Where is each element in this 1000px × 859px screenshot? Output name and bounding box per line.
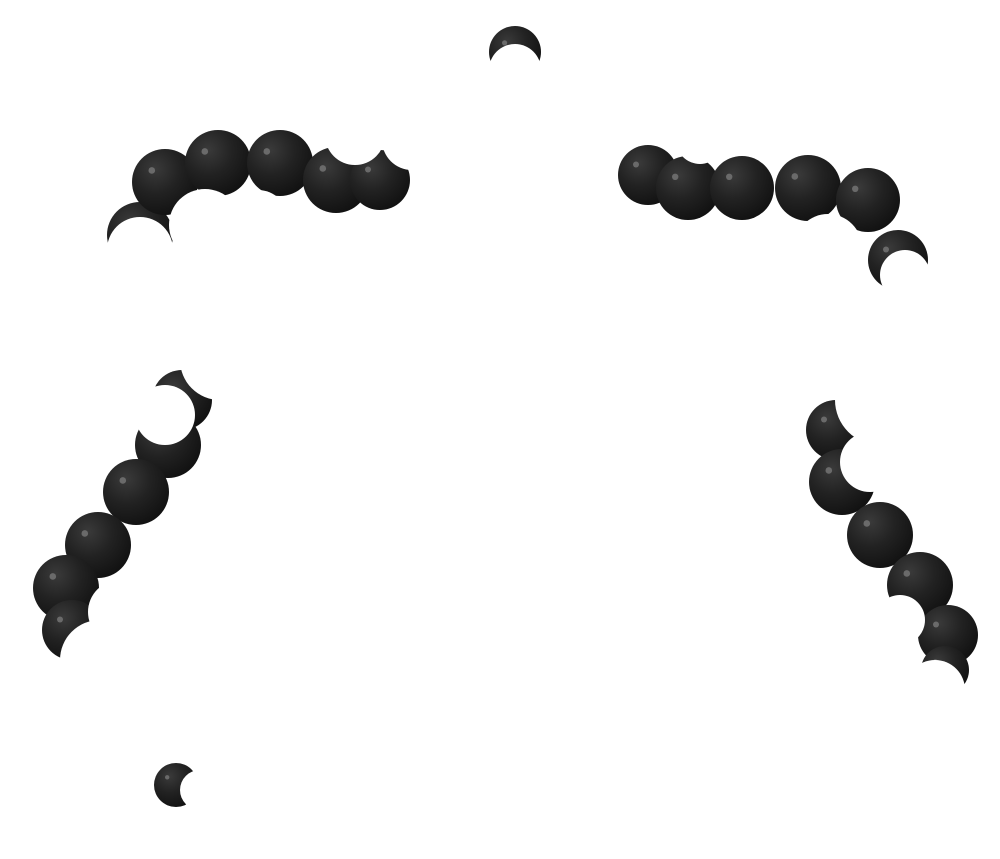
bead-highlight	[119, 477, 127, 484]
bead	[775, 155, 841, 221]
occluder	[840, 432, 900, 492]
bead-highlight	[633, 161, 639, 168]
occluder	[905, 660, 965, 720]
occluder	[228, 190, 288, 250]
bead-highlight	[933, 621, 939, 628]
bead-highlight	[726, 173, 733, 180]
occluder	[135, 385, 195, 445]
bead-highlight	[502, 40, 508, 46]
bead	[247, 130, 313, 196]
occluder	[169, 189, 241, 261]
bead	[836, 168, 900, 232]
bead-highlight	[791, 173, 799, 180]
occluder	[794, 214, 862, 282]
occluder	[835, 355, 925, 445]
occluder	[570, 105, 630, 165]
occluder	[325, 105, 385, 165]
occluder	[489, 44, 541, 96]
bead	[847, 502, 913, 568]
bead-highlight	[319, 165, 327, 172]
occluder	[180, 770, 220, 810]
bead-highlight	[825, 467, 833, 474]
occluder	[180, 320, 260, 400]
occluder	[107, 217, 173, 283]
bead	[185, 130, 251, 196]
bead	[710, 156, 774, 220]
bead	[350, 150, 410, 210]
occlusion-layer	[60, 44, 965, 810]
occluder	[382, 110, 442, 170]
occluder	[88, 580, 152, 644]
bead-highlight	[49, 573, 57, 580]
bead-highlight	[672, 173, 679, 180]
occluder	[880, 250, 930, 300]
bead	[656, 156, 720, 220]
bead-highlight	[57, 616, 63, 623]
bead-highlight	[903, 570, 911, 577]
occluder	[676, 116, 724, 164]
bead-highlight	[863, 520, 871, 527]
bead-highlight	[81, 530, 89, 537]
bead-highlight	[201, 148, 209, 155]
bead-highlight	[852, 185, 859, 192]
bead-highlight	[148, 167, 156, 174]
bead-highlight	[263, 148, 271, 155]
bead-highlight	[165, 775, 170, 780]
bead-highlight	[365, 166, 371, 173]
occluder	[875, 595, 925, 645]
bead-highlight	[821, 416, 827, 423]
bead-highlight	[883, 246, 889, 253]
bead	[103, 459, 169, 525]
